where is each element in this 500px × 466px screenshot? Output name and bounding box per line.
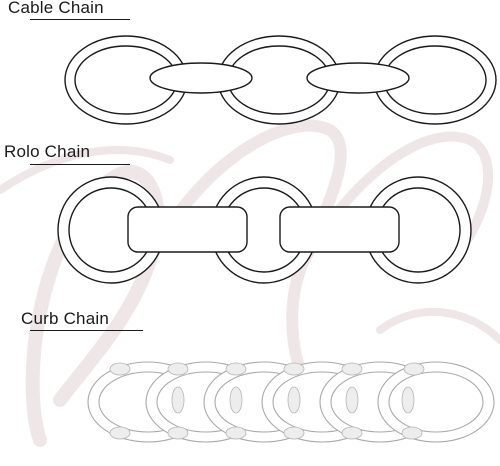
rolo-chain-link-icon: [127, 206, 248, 253]
cable-chain-underline: [30, 19, 130, 20]
cable-chain-link-icon: [306, 62, 410, 94]
rolo-chain-underline: [30, 164, 130, 165]
curb-chain-title: Curb Chain: [21, 309, 109, 328]
rolo-chain-link-icon: [364, 176, 472, 284]
cable-chain-illustration: [64, 35, 497, 125]
rolo-chain-title: Rolo Chain: [4, 142, 91, 161]
rolo-chain-illustration: [57, 176, 472, 284]
cable-chain-link-icon: [149, 62, 253, 94]
cable-chain-link-icon: [217, 35, 341, 125]
cable-chain-title: Cable Chain: [8, 0, 104, 17]
cable-chain-link-icon: [64, 35, 188, 125]
curb-chain-underline: [30, 330, 143, 331]
curb-chain-link-icon: [377, 361, 495, 443]
rolo-chain-link-icon: [279, 206, 400, 253]
curb-chain-illustration: [87, 361, 495, 443]
